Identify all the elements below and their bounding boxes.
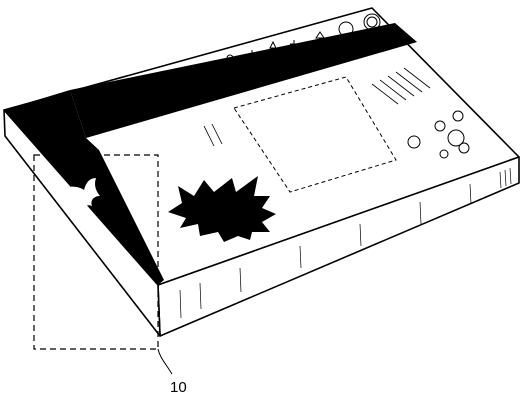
black-band-vertical (4, 90, 164, 285)
black-band-horizontal (70, 23, 417, 138)
small-burst-icon (92, 290, 120, 306)
dashed-window (233, 76, 397, 193)
reference-numeral: 10 (170, 379, 187, 396)
hatching-lines (83, 67, 431, 147)
box-left-face (3, 109, 161, 337)
star-icon (97, 276, 111, 289)
eagle-icon (62, 178, 100, 215)
ornament-icons (182, 13, 381, 76)
starburst-icon (168, 176, 276, 242)
front-face-texture (179, 167, 512, 319)
leader-line (157, 348, 173, 375)
flower-ornaments (407, 110, 470, 159)
dashed-callout-box (33, 154, 159, 350)
